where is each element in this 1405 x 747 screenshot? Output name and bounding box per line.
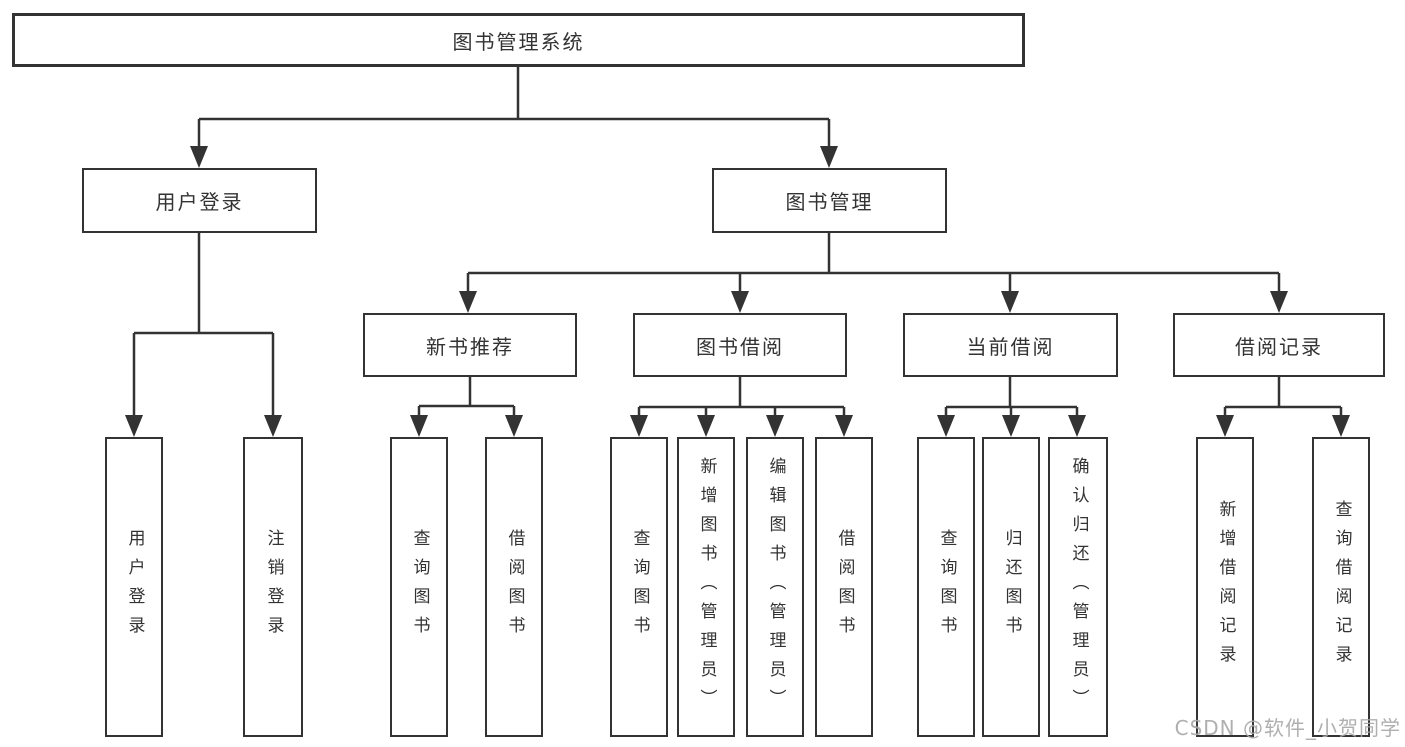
node-user-login: 用户登录 [82,168,317,233]
leaf-borrow-add-admin-label: 新增图书（管理员） [696,456,717,718]
node-root: 图书管理系统 [12,13,1025,67]
node-book-management: 图书管理 [712,168,947,233]
leaf-current-query-label: 查询图书 [936,529,957,645]
node-book-management-label: 图书管理 [785,190,874,214]
node-borrow-records: 借阅记录 [1173,313,1385,377]
leaf-current-query: 查询图书 [917,437,975,737]
node-book-borrow: 图书借阅 [633,313,847,377]
leaf-query-borrow-record: 查询借阅记录 [1312,437,1370,737]
leaf-return-book-label: 归还图书 [1001,529,1022,645]
node-new-book-recommend: 新书推荐 [363,313,577,377]
node-borrow-records-label: 借阅记录 [1235,334,1323,359]
node-current-borrow: 当前借阅 [903,313,1118,377]
watermark: CSDN @软件_小贺同学 [1174,716,1401,740]
leaf-borrow-book-label: 借阅图书 [834,529,855,645]
leaf-logout: 注销登录 [243,437,303,737]
node-new-book-recommend-label: 新书推荐 [426,334,514,359]
leaf-user-login-label: 用户登录 [124,529,145,645]
leaf-newbooks-query: 查询图书 [390,437,448,737]
leaf-borrow-edit-admin-label: 编辑图书（管理员） [765,456,786,718]
leaf-newbooks-borrow: 借阅图书 [485,437,543,737]
leaf-confirm-return-admin: 确认归还（管理员） [1048,437,1108,737]
leaf-borrow-edit-admin: 编辑图书（管理员） [746,437,804,737]
node-root-label: 图书管理系统 [452,29,585,54]
leaf-borrow-query: 查询图书 [610,437,668,737]
node-book-borrow-label: 图书借阅 [696,334,784,359]
leaf-user-login: 用户登录 [105,437,163,737]
leaf-confirm-return-admin-label: 确认归还（管理员） [1068,456,1089,718]
leaf-newbooks-borrow-label: 借阅图书 [504,529,525,645]
leaf-logout-label: 注销登录 [263,529,284,645]
leaf-add-borrow-record: 新增借阅记录 [1196,437,1254,737]
leaf-newbooks-query-label: 查询图书 [409,529,430,645]
leaf-query-borrow-record-label: 查询借阅记录 [1331,500,1352,674]
arrowheads [125,146,1350,437]
node-user-login-label: 用户登录 [155,190,244,214]
leaf-borrow-add-admin: 新增图书（管理员） [677,437,735,737]
leaf-borrow-book: 借阅图书 [815,437,873,737]
leaf-return-book: 归还图书 [982,437,1040,737]
node-current-borrow-label: 当前借阅 [966,334,1055,359]
leaf-borrow-query-label: 查询图书 [629,529,650,645]
leaf-add-borrow-record-label: 新增借阅记录 [1215,500,1236,674]
